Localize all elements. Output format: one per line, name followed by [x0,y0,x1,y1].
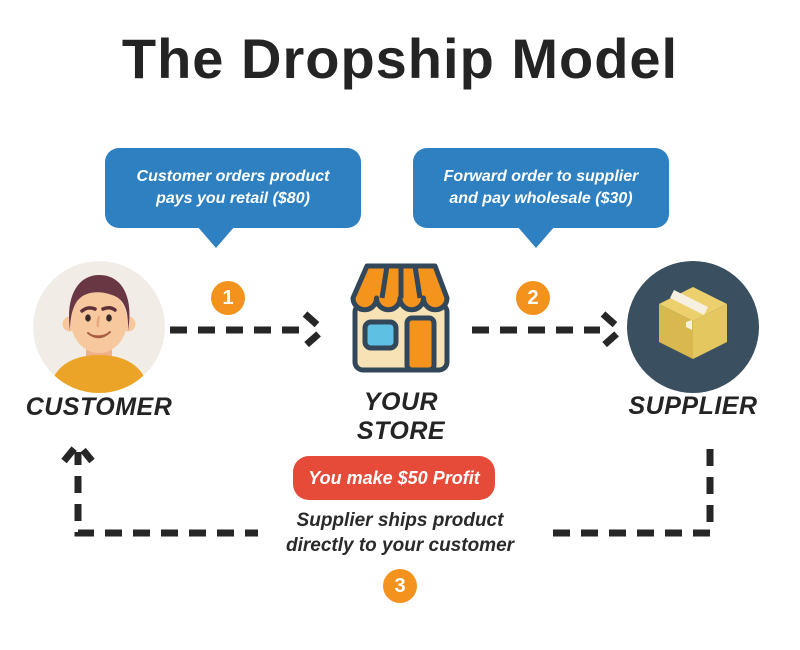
shipping-note: Supplier ships product directly to your … [258,505,542,561]
store-label-line: STORE [356,417,446,445]
bubble-tail [197,226,235,248]
speech-bubble-forward: Forward order to supplier and pay wholes… [413,148,669,248]
store-label-line: YOUR [363,388,439,416]
arrowhead-up [61,438,95,464]
profit-badge: You make $50 Profit [293,456,495,500]
bubble-text-line: Forward order to supplier [443,168,639,185]
step-number: 1 [222,286,234,309]
bubble-text-line: Customer orders product [136,168,330,185]
shipping-note-line: Supplier ships product [296,510,504,531]
package-box-icon [627,261,759,393]
step-badge-3: 3 [383,569,417,603]
supplier-label: SUPPLIER [628,392,758,420]
storefront-icon [343,258,459,375]
store-label: YOUR STORE [340,388,462,446]
bubble-text-line: pays you retail ($80) [156,190,310,207]
step-badge-2: 2 [516,281,550,315]
page-title: The Dropship Model [121,27,679,90]
step-number: 2 [527,286,539,309]
shipping-note-line: directly to your customer [285,535,515,556]
customer-label: CUSTOMER [25,393,173,421]
person-avatar-icon [33,261,165,393]
step-number: 3 [394,574,406,597]
arrowhead-right-1 [302,311,329,349]
arrowhead-right-2 [600,311,627,349]
bubble-tail [517,226,555,248]
speech-bubble-order: Customer orders product pays you retail … [105,148,361,248]
bubble-text-line: and pay wholesale ($30) [449,190,633,207]
profit-badge-label: You make $50 Profit [308,467,480,488]
step-badge-1: 1 [211,281,245,315]
